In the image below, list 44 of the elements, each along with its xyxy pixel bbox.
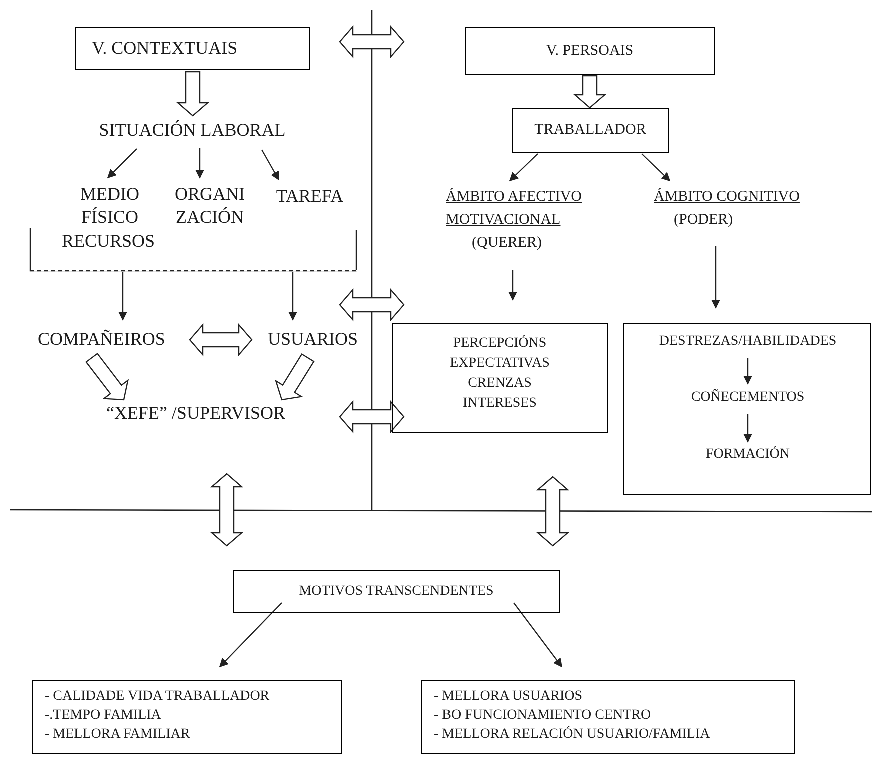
arrow (514, 602, 563, 668)
arrow (642, 154, 671, 182)
arrow (744, 358, 752, 385)
process-box (623, 323, 871, 495)
node-label: TAREFA (264, 183, 356, 209)
list-box: - MELLORA USUARIOS - BO FUNCIONAMIENTO CENTRO - MELLORA RELACIÓN USUARIO/FAMILIA (421, 680, 795, 754)
process-box: MOTIVOS TRANSCENDENTES (233, 570, 560, 613)
node-label: SITUACIÓN LABORAL (80, 117, 305, 147)
category-box: V. CONTEXTUAIS (75, 27, 310, 70)
hollow-arrow (573, 75, 607, 109)
node-label: DESTREZAS/HABILIDADES (624, 331, 872, 357)
hollow-arrow (339, 288, 405, 322)
arrow (744, 414, 752, 443)
arrow (509, 154, 538, 182)
hollow-arrow (339, 400, 405, 434)
arrow (107, 148, 138, 179)
hollow-arrow (275, 353, 315, 401)
hollow-arrow (86, 352, 130, 401)
node-label: ÁMBITO COGNITIVO (PODER) (648, 186, 830, 240)
node-label: USUARIOS (258, 326, 368, 352)
node-label: COMPAÑEIROS (38, 326, 193, 352)
arrow (712, 246, 720, 309)
arrow (288, 272, 298, 321)
node-label: ÁMBITO AFECTIVO MOTIVACIONAL (QUERER) (446, 186, 626, 266)
hollow-arrow (339, 25, 405, 59)
process-box: TRABALLADOR (512, 108, 669, 153)
hollow-arrow (176, 71, 210, 117)
list-box: - CALIDADE VIDA TRABALLADOR -.TEMPO FAMILIA - MELLORA FAMILIAR (32, 680, 342, 754)
arrow (118, 272, 128, 321)
category-box: V. PERSOAIS (465, 27, 715, 75)
node-label: COÑECEMENTOS (624, 387, 872, 413)
hollow-arrow (189, 323, 253, 357)
arrow (261, 150, 280, 181)
node-label: ORGANI ZACIÓN (163, 183, 257, 229)
arrow (219, 602, 282, 668)
node-label: FORMACIÓN (624, 444, 872, 470)
hollow-arrow (210, 473, 244, 547)
node-label: “XEFE” /SUPERVISOR (85, 400, 307, 426)
node-label: MEDIO FÍSICO (68, 183, 152, 229)
hollow-arrow (536, 476, 570, 547)
arrow (196, 148, 204, 179)
node-label: RECURSOS (62, 230, 156, 253)
list-box: PERCEPCIÓNS EXPECTATIVAS CRENZAS INTERESES (392, 323, 608, 433)
arrow (508, 270, 518, 301)
